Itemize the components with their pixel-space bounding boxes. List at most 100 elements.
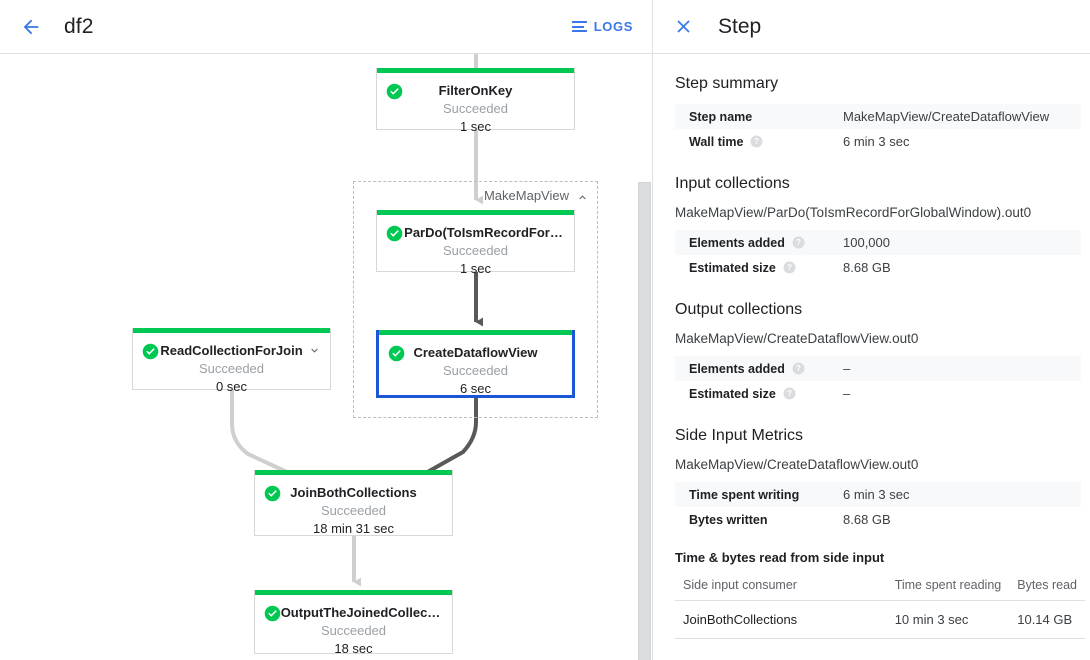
- cell-bytes-read: 10.14 GB: [1009, 600, 1085, 639]
- table-row: Elements added? –: [675, 356, 1081, 381]
- node-status-accent: [377, 68, 574, 73]
- node-status: Succeeded: [442, 101, 509, 116]
- graph-group-makemapview[interactable]: MakeMapView: [353, 181, 598, 418]
- table-row: Estimated size? 8.68 GB: [675, 255, 1081, 280]
- row-value: 6 min 3 sec: [843, 487, 910, 502]
- side-input-consumer-table: Side input consumer Time spent reading B…: [675, 574, 1085, 639]
- node-status-accent: [133, 328, 330, 333]
- top-bar: df2 LOGS: [0, 0, 653, 54]
- column-header-time-spent-reading[interactable]: Time spent reading: [886, 574, 1010, 601]
- back-button[interactable]: [14, 10, 48, 44]
- section-heading-step-summary: Step summary: [675, 75, 779, 92]
- row-key: Estimated size?: [675, 255, 843, 280]
- logs-button[interactable]: LOGS: [566, 13, 639, 40]
- side-input-metrics-table: Time spent writing 6 min 3 sec Bytes wri…: [675, 482, 1081, 532]
- table-header: Side input consumer Time spent reading B…: [675, 574, 1085, 601]
- output-collections-table: Elements added? – Estimated size? –: [675, 356, 1081, 406]
- graph-vertical-scrollbar[interactable]: [638, 54, 652, 660]
- graph-node-join-both-collections[interactable]: JoinBothCollections Succeeded 18 min 31 …: [254, 470, 453, 536]
- job-title: df2: [64, 14, 94, 38]
- graph-node-read-collection-for-join[interactable]: ReadCollectionForJoin Succeeded 0 sec: [132, 328, 331, 394]
- graph-scrollbar-thumb[interactable]: [638, 182, 651, 660]
- row-key: Bytes written: [689, 512, 768, 527]
- panel-title: Step: [718, 14, 762, 38]
- job-graph-panel[interactable]: MakeMapView FilterOnKey Succeeded: [0, 54, 653, 660]
- input-collections-table: Elements added? 100,000 Estimated size? …: [675, 230, 1081, 280]
- help-icon[interactable]: ?: [783, 387, 796, 400]
- node-name: CreateDataflowView: [413, 345, 538, 360]
- table-row: Elements added? 100,000: [675, 230, 1081, 255]
- row-key-text: Elements added: [689, 235, 785, 250]
- table-row: JoinBothCollections 10 min 3 sec 10.14 G…: [675, 600, 1085, 639]
- graph-node-create-dataflow-view[interactable]: CreateDataflowView Succeeded 6 sec: [376, 330, 575, 398]
- subsection-heading-time-bytes-read: Time & bytes read from side input: [675, 550, 885, 565]
- graph-node-filter-on-key[interactable]: FilterOnKey Succeeded 1 sec: [376, 68, 575, 134]
- node-body: ReadCollectionForJoin Succeeded 0 sec: [133, 333, 330, 406]
- section-heading-input-collections: Input collections: [675, 175, 790, 192]
- svg-text:?: ?: [754, 137, 759, 146]
- output-collection-name: MakeMapView/CreateDataflowView.out0: [675, 331, 919, 346]
- check-circle-icon: [388, 345, 405, 362]
- node-status: Succeeded: [320, 623, 387, 638]
- row-key-text: Step name: [689, 109, 753, 124]
- row-value: 6 min 3 sec: [843, 134, 910, 149]
- row-value: 100,000: [843, 235, 890, 250]
- row-key-text: Estimated size: [689, 386, 776, 401]
- node-name: FilterOnKey: [438, 83, 513, 98]
- section-heading-side-input-metrics: Side Input Metrics: [675, 427, 804, 444]
- graph-node-pardo-toismrecord[interactable]: ParDo(ToIsmRecordFor… Succeeded 1 sec: [376, 210, 575, 276]
- node-time: 0 sec: [215, 379, 248, 394]
- node-status-accent: [255, 590, 452, 595]
- step-panel-content: Step summary Step name MakeMapView/Creat…: [653, 54, 1090, 639]
- row-key: Elements added?: [675, 356, 843, 381]
- cell-time-spent-reading: 10 min 3 sec: [886, 600, 1010, 639]
- row-key: Estimated size?: [675, 381, 843, 406]
- table-row: Bytes written 8.68 GB: [675, 507, 1081, 532]
- input-collection-name: MakeMapView/ParDo(ToIsmRecordForGlobalWi…: [675, 205, 1032, 220]
- logs-button-label: LOGS: [593, 19, 633, 34]
- graph-canvas[interactable]: MakeMapView FilterOnKey Succeeded: [0, 54, 653, 660]
- table-row: Wall time? 6 min 3 sec: [675, 129, 1081, 154]
- side-input-collection-name: MakeMapView/CreateDataflowView.out0: [675, 457, 919, 472]
- row-value: 8.68 GB: [843, 260, 891, 275]
- node-time: 18 sec: [334, 641, 373, 656]
- node-status: Succeeded: [198, 361, 265, 376]
- row-key-text: Wall time: [689, 134, 744, 149]
- table-body: JoinBothCollections 10 min 3 sec 10.14 G…: [675, 600, 1085, 639]
- row-value: MakeMapView/CreateDataflowView: [843, 109, 1050, 124]
- close-button[interactable]: [667, 11, 699, 43]
- graph-group-label: MakeMapView: [483, 188, 569, 203]
- row-key-text: Estimated size: [689, 260, 776, 275]
- list-icon: [571, 21, 587, 32]
- row-key-text: Elements added: [689, 361, 785, 376]
- step-panel-header: Step: [653, 0, 1090, 54]
- column-header-side-input-consumer[interactable]: Side input consumer: [675, 574, 887, 601]
- row-value: –: [843, 386, 851, 401]
- node-name: ParDo(ToIsmRecordFor…: [404, 225, 563, 240]
- node-body: OutputTheJoinedCollec… Succeeded 18 sec: [255, 595, 452, 660]
- node-time: 1 sec: [459, 261, 492, 276]
- node-status-accent: [255, 470, 452, 475]
- chevron-down-icon[interactable]: [308, 344, 321, 357]
- node-status: Succeeded: [320, 503, 387, 518]
- section-heading-output-collections: Output collections: [675, 301, 803, 318]
- node-body: JoinBothCollections Succeeded 18 min 31 …: [255, 475, 452, 548]
- node-name: OutputTheJoinedCollec…: [280, 605, 441, 620]
- help-icon[interactable]: ?: [750, 135, 763, 148]
- help-icon[interactable]: ?: [792, 362, 805, 375]
- help-icon[interactable]: ?: [792, 236, 805, 249]
- check-circle-icon: [264, 605, 281, 622]
- graph-node-output-the-joined-collection[interactable]: OutputTheJoinedCollec… Succeeded 18 sec: [254, 590, 453, 656]
- svg-text:?: ?: [796, 238, 801, 247]
- table-row: Step name MakeMapView/CreateDataflowView: [675, 104, 1081, 129]
- column-header-bytes-read[interactable]: Bytes read: [1009, 574, 1085, 601]
- table-row: Time spent writing 6 min 3 sec: [675, 482, 1081, 507]
- node-status: Succeeded: [442, 243, 509, 258]
- step-summary-table: Step name MakeMapView/CreateDataflowView…: [675, 104, 1081, 154]
- check-circle-icon: [264, 485, 281, 502]
- chevron-up-icon[interactable]: [576, 191, 589, 204]
- table-header-row: Side input consumer Time spent reading B…: [675, 574, 1085, 601]
- help-icon[interactable]: ?: [783, 261, 796, 274]
- node-body: ParDo(ToIsmRecordFor… Succeeded 1 sec: [377, 215, 574, 288]
- node-status-accent: [379, 330, 572, 335]
